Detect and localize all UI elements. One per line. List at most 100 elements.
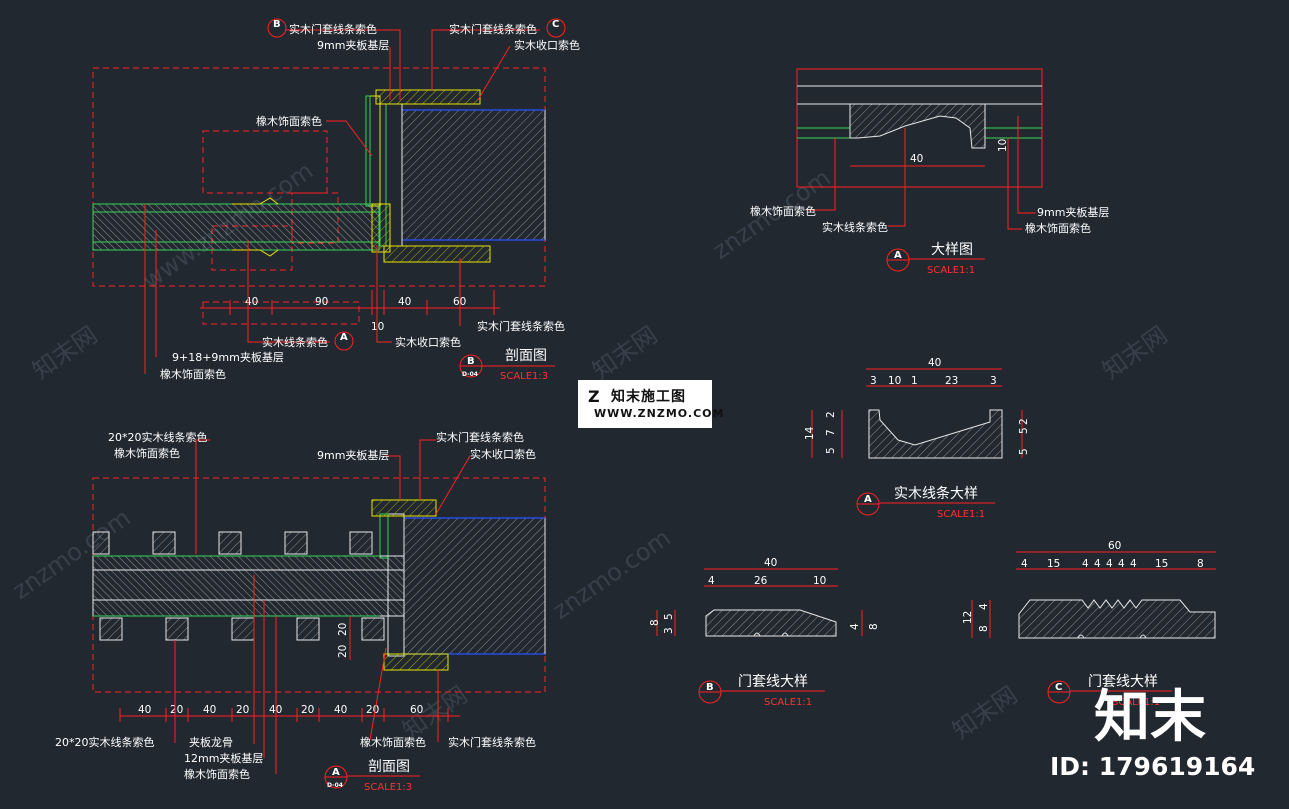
line-profile bbox=[232, 197, 279, 205]
logo-url: WWW.ZNZMO.COM bbox=[594, 407, 725, 420]
dim-text: 40 bbox=[910, 153, 923, 165]
callout-circle bbox=[267, 18, 287, 38]
section-view-a: 40 20 40 20 40 20 40 20 60 20 20 20*20实木… bbox=[55, 430, 546, 793]
title-text: 剖面图 bbox=[505, 348, 547, 364]
dim-text: 2 bbox=[1018, 418, 1030, 425]
label: 实木门套线条索色 bbox=[436, 430, 524, 444]
dim-text: 4 bbox=[1021, 558, 1028, 570]
leader-line bbox=[477, 45, 511, 101]
resource-id: ID: 179619164 bbox=[1050, 752, 1256, 781]
title-scale: SCALE1:3 bbox=[500, 371, 548, 382]
wood-block bbox=[284, 531, 308, 555]
dim-text: 40 bbox=[138, 704, 151, 716]
label: 实木收口索色 bbox=[395, 335, 461, 349]
dim-text: 1 bbox=[911, 375, 918, 387]
oak-veneer bbox=[379, 513, 389, 559]
callout-tag: C bbox=[552, 19, 559, 30]
dim-text: 10 bbox=[997, 139, 1009, 152]
dim-text: 60 bbox=[410, 704, 423, 716]
title-scale: SCALE1:1 bbox=[937, 509, 985, 520]
label: 9+18+9mm夹板基层 bbox=[172, 350, 284, 364]
label: 橡木饰面索色 bbox=[750, 204, 816, 218]
label: 实木线条索色 bbox=[262, 335, 328, 349]
title-text: 实木线条大样 bbox=[894, 485, 978, 502]
leader-line bbox=[195, 439, 210, 554]
dim-text: 2 bbox=[825, 411, 837, 418]
dim-text: 40 bbox=[203, 704, 216, 716]
dim-text: 15 bbox=[1155, 558, 1168, 570]
section-view-b: 40 90 40 60 10 实木门套线条索色 9mm夹板基层 实木门套线条索色… bbox=[92, 18, 580, 382]
wall-block bbox=[403, 517, 546, 655]
dim-text: 3 bbox=[990, 375, 997, 387]
logo-mark-icon: Z bbox=[588, 387, 600, 406]
wood-block bbox=[349, 531, 373, 555]
dim-text: 20 bbox=[301, 704, 314, 716]
dim-text: 10 bbox=[813, 575, 826, 587]
dim-text: 40 bbox=[245, 296, 258, 308]
dim-text: 60 bbox=[1108, 540, 1121, 552]
title-scale: SCALE1:1 bbox=[764, 697, 812, 708]
dim-text: 4 bbox=[1118, 558, 1125, 570]
callout-circle bbox=[546, 18, 566, 38]
frame-strip bbox=[369, 95, 381, 207]
dim-text: 26 bbox=[754, 575, 768, 587]
detail-view-a: 40 10 橡木饰面索色 实木线条索色 9mm夹板基层 橡木饰面索色 A 大样图… bbox=[750, 68, 1109, 276]
dim-text: 10 bbox=[371, 321, 384, 333]
dim-text: 14 bbox=[804, 426, 816, 440]
door-frame-bottom bbox=[383, 653, 449, 671]
dim-text: 5 bbox=[825, 447, 837, 454]
dim-text: 20 bbox=[236, 704, 249, 716]
door-panel bbox=[92, 555, 405, 617]
dim-text: 40 bbox=[334, 704, 347, 716]
title-text: 门套线大样 bbox=[1088, 674, 1158, 690]
title-scale: SCALE1:1 bbox=[1112, 697, 1160, 708]
watermark-text: 知末网 bbox=[1097, 321, 1172, 385]
title-scale: SCALE1:1 bbox=[927, 265, 975, 276]
dim-text: 40 bbox=[928, 357, 941, 369]
title-tag: B bbox=[467, 356, 475, 367]
dim-text: 4 bbox=[1130, 558, 1137, 570]
hidden-outline bbox=[202, 130, 328, 194]
door-frame-top bbox=[375, 89, 481, 105]
label: 实木门套线条索色 bbox=[448, 735, 536, 749]
dim-text: 40 bbox=[764, 557, 777, 569]
line-profile bbox=[868, 409, 1003, 459]
leader-line bbox=[888, 128, 906, 227]
dim-text: 20 bbox=[366, 704, 379, 716]
dim-text: 8 bbox=[649, 619, 661, 626]
dim-text: 7 bbox=[825, 429, 837, 436]
frame-detail-c: 60 4 15 4 4 4 4 4 15 8 12 4 8 C 门套线大样 SC… bbox=[962, 540, 1216, 708]
label: 橡木饰面索色 bbox=[256, 114, 322, 128]
title-scale: SCALE1:3 bbox=[364, 782, 412, 793]
wood-block bbox=[361, 617, 385, 641]
dim-text: 4 bbox=[708, 575, 715, 587]
dim-text: 3 bbox=[663, 627, 675, 634]
door-frame-top bbox=[371, 499, 437, 517]
callout-circle bbox=[334, 331, 354, 351]
wall-block bbox=[401, 109, 546, 241]
brand-watermark: 知末 bbox=[1094, 685, 1206, 750]
frame-detail-b: 40 4 26 10 8 5 3 4 8 B 门套线大样 SCALE1:1 bbox=[649, 557, 880, 708]
label: 橡木饰面索色 bbox=[1025, 221, 1091, 235]
label: 橡木饰面索色 bbox=[114, 446, 180, 460]
leader-line bbox=[376, 245, 392, 343]
leader-line bbox=[247, 240, 330, 343]
watermark-text: 知末网 bbox=[587, 321, 662, 385]
closing-strip bbox=[371, 203, 391, 253]
callout-tag: A bbox=[340, 332, 348, 343]
label: 实木门套线条索色 bbox=[477, 319, 565, 333]
label: 9mm夹板基层 bbox=[317, 38, 389, 52]
label: 实木收口索色 bbox=[514, 38, 580, 52]
wood-block bbox=[152, 531, 176, 555]
dim-text: 10 bbox=[888, 375, 901, 387]
groove bbox=[1077, 634, 1147, 639]
dim-text: 40 bbox=[398, 296, 411, 308]
dim-text: 3 bbox=[870, 375, 877, 387]
wood-block bbox=[99, 617, 123, 641]
leader-line bbox=[419, 439, 436, 500]
dim-text: 4 bbox=[849, 623, 861, 630]
dim-text: 5 bbox=[1018, 427, 1030, 434]
leader-line bbox=[435, 455, 471, 515]
leader-line bbox=[326, 120, 373, 157]
dim-text: 90 bbox=[315, 296, 328, 308]
